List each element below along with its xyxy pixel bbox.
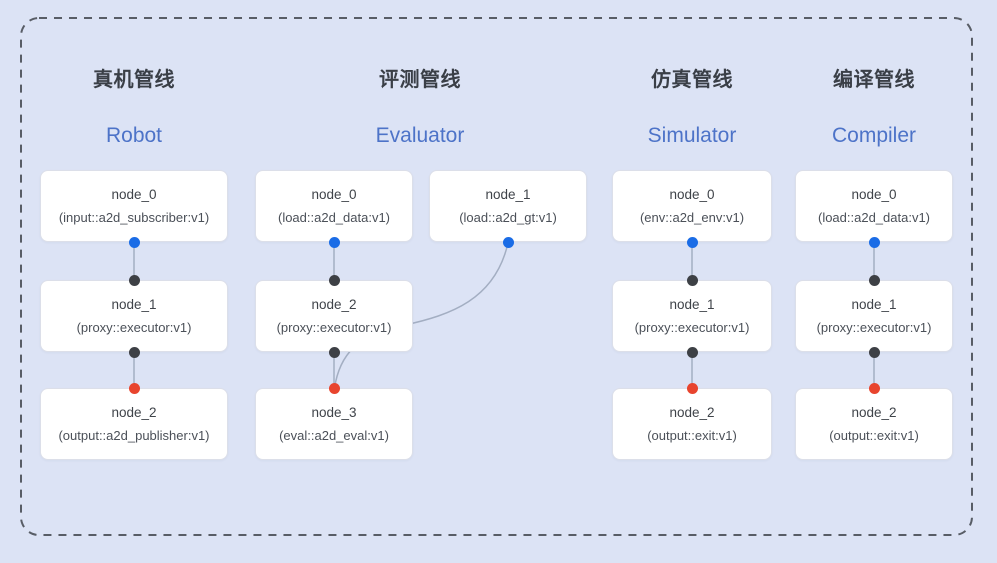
port-dot-red — [868, 382, 880, 394]
node-name: node_2 — [311, 297, 357, 312]
port-dot-red — [328, 382, 340, 394]
port-dot-blue — [686, 236, 698, 248]
node-type: (proxy::executor:v1) — [276, 320, 392, 335]
node-box-evaluator-node_3: node_3(eval::a2d_eval:v1) — [255, 388, 413, 460]
node-box-evaluator-node_1: node_1(load::a2d_gt:v1) — [429, 170, 587, 242]
node-name: node_1 — [485, 187, 531, 202]
port-dot-red — [686, 382, 698, 394]
node-name: node_1 — [851, 297, 897, 312]
port-dot-black — [128, 346, 140, 358]
port-dot-black — [686, 274, 698, 286]
node-type: (env::a2d_env:v1) — [639, 210, 745, 225]
port-dot-black — [686, 346, 698, 358]
node-box-compiler-node_0: node_0(load::a2d_data:v1) — [795, 170, 953, 242]
node-box-compiler-node_2: node_2(output::exit:v1) — [795, 388, 953, 460]
pipeline-title-en-evaluator: Evaluator — [375, 124, 465, 147]
node-type: (proxy::executor:v1) — [76, 320, 192, 335]
node-type: (output::a2d_publisher:v1) — [58, 428, 210, 443]
node-box-simulator-node_1: node_1(proxy::executor:v1) — [612, 280, 772, 352]
node-box-robot-node_2: node_2(output::a2d_publisher:v1) — [40, 388, 228, 460]
node-type: (output::exit:v1) — [647, 428, 737, 443]
node-box-simulator-node_2: node_2(output::exit:v1) — [612, 388, 772, 460]
dashed-border — [20, 17, 973, 536]
node-name: node_2 — [669, 405, 715, 420]
node-box-evaluator-node_0: node_0(load::a2d_data:v1) — [255, 170, 413, 242]
pipeline-title-zh-compiler: 编译管线 — [833, 69, 915, 91]
node-type: (eval::a2d_eval:v1) — [279, 428, 389, 443]
node-box-compiler-node_1: node_1(proxy::executor:v1) — [795, 280, 953, 352]
port-dot-black — [328, 274, 340, 286]
node-name: node_0 — [311, 187, 357, 202]
node-type: (output::exit:v1) — [829, 428, 919, 443]
node-box-robot-node_0: node_0(input::a2d_subscriber:v1) — [40, 170, 228, 242]
node-type: (input::a2d_subscriber:v1) — [58, 210, 210, 225]
node-type: (proxy::executor:v1) — [816, 320, 932, 335]
port-dot-red — [128, 382, 140, 394]
node-type: (load::a2d_data:v1) — [277, 210, 391, 225]
pipeline-title-zh-robot: 真机管线 — [93, 69, 175, 91]
node-name: node_2 — [851, 405, 897, 420]
port-dot-black — [328, 346, 340, 358]
node-name: node_0 — [111, 187, 157, 202]
node-name: node_1 — [111, 297, 157, 312]
node-name: node_1 — [669, 297, 715, 312]
port-dot-blue — [328, 236, 340, 248]
port-dot-black — [868, 346, 880, 358]
node-name: node_2 — [111, 405, 157, 420]
port-dot-black — [868, 274, 880, 286]
node-name: node_0 — [851, 187, 897, 202]
node-name: node_0 — [669, 187, 715, 202]
node-name: node_3 — [311, 405, 357, 420]
node-type: (load::a2d_gt:v1) — [459, 210, 557, 225]
node-box-evaluator-node_2: node_2(proxy::executor:v1) — [255, 280, 413, 352]
pipeline-title-en-robot: Robot — [105, 124, 163, 147]
port-dot-blue — [868, 236, 880, 248]
port-dot-black — [128, 274, 140, 286]
pipeline-title-zh-simulator: 仿真管线 — [651, 69, 733, 91]
port-dot-blue — [502, 236, 514, 248]
node-type: (proxy::executor:v1) — [634, 320, 750, 335]
port-dot-blue — [128, 236, 140, 248]
pipeline-title-en-simulator: Simulator — [647, 124, 737, 147]
pipeline-title-zh-evaluator: 评测管线 — [379, 69, 461, 91]
pipeline-title-en-compiler: Compiler — [831, 124, 917, 147]
node-type: (load::a2d_data:v1) — [817, 210, 931, 225]
node-box-robot-node_1: node_1(proxy::executor:v1) — [40, 280, 228, 352]
node-box-simulator-node_0: node_0(env::a2d_env:v1) — [612, 170, 772, 242]
